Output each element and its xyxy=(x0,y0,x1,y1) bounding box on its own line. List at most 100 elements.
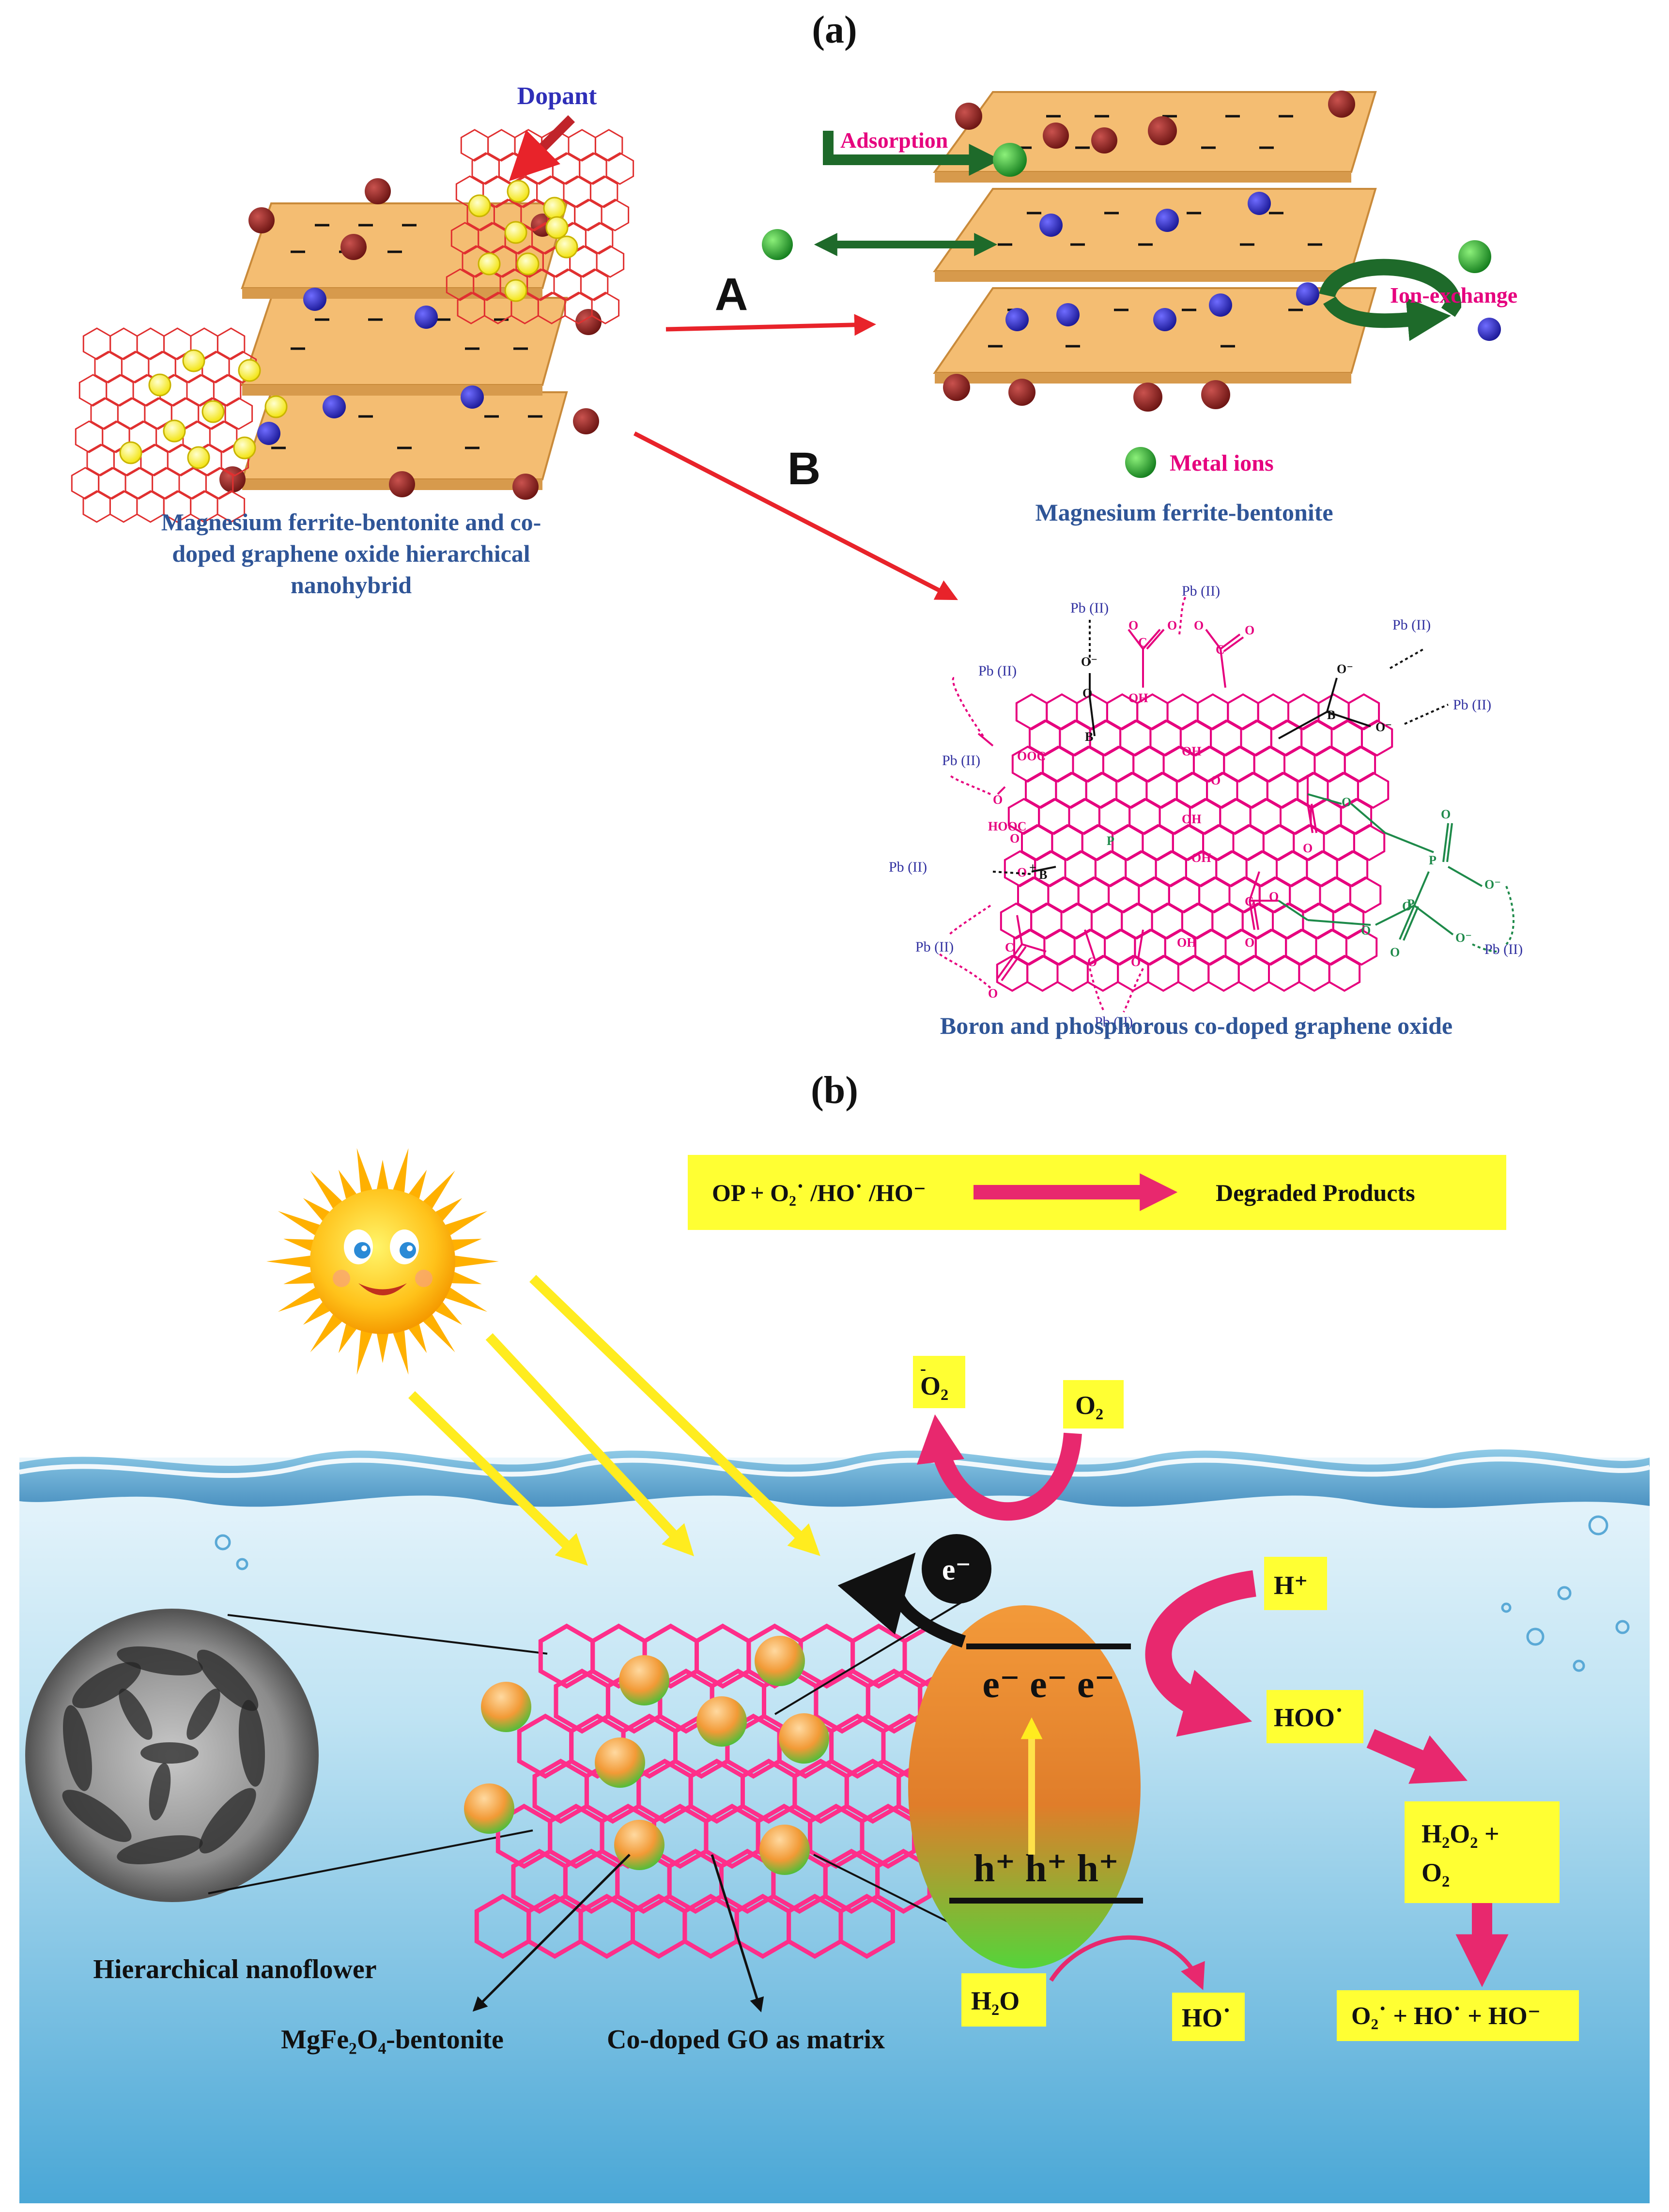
svg-text:O: O xyxy=(1402,899,1412,913)
left-caption-line-1: Magnesium ferrite-bentonite and co- xyxy=(161,508,541,536)
pathway-a-arrow xyxy=(665,314,876,336)
h2o2-label-line-1: H₂O₂ + xyxy=(1422,1819,1499,1848)
svg-text:OH: OH xyxy=(1128,691,1148,705)
hexagon-ring xyxy=(75,420,104,453)
nanoflower-petal xyxy=(119,1689,153,1740)
sun-ray xyxy=(452,1239,482,1251)
svg-text:OOC: OOC xyxy=(1017,749,1046,763)
svg-text:O: O xyxy=(1167,618,1177,632)
bubbles xyxy=(215,1515,1630,1672)
hexagon-ring xyxy=(1056,954,1089,992)
svg-text:O: O xyxy=(1441,807,1451,821)
hexagon-ring xyxy=(1268,954,1300,992)
pb-label: Pb (II) xyxy=(1453,697,1491,713)
hexagon-ring xyxy=(82,327,111,360)
sun-ray xyxy=(393,1331,409,1375)
sun-ray xyxy=(356,1331,372,1375)
dopant-atom xyxy=(182,349,205,372)
metal-ion-legend-icon xyxy=(1125,447,1156,478)
svg-text:O: O xyxy=(1017,865,1027,879)
h-plus-label: H⁺ xyxy=(1274,1571,1308,1600)
sun-ray xyxy=(283,1272,313,1284)
hexagon-ring xyxy=(585,222,614,255)
svg-text:O: O xyxy=(1010,831,1020,845)
hexagon-ring xyxy=(82,490,111,523)
svg-text:O: O xyxy=(988,986,998,1000)
svg-text:OH: OH xyxy=(1177,936,1196,950)
svg-text:P: P xyxy=(1107,834,1114,848)
sun-ray xyxy=(423,1314,455,1352)
svg-text:C: C xyxy=(1245,894,1254,908)
nanoflower-petals xyxy=(62,1646,265,1864)
red-particles xyxy=(943,91,1355,412)
svg-text:B: B xyxy=(1039,868,1047,882)
blue-particles xyxy=(257,288,484,445)
hexagon-ring xyxy=(1357,771,1390,809)
pb-label: Pb (II) xyxy=(915,939,954,955)
svg-text:O: O xyxy=(1131,955,1141,969)
dopant-atom xyxy=(504,221,527,244)
left-layer-stack xyxy=(219,178,602,500)
hexagon-ring xyxy=(205,467,234,500)
hexagon-ring xyxy=(1207,954,1240,992)
h2o2-box xyxy=(1405,1801,1560,1903)
electron-label: e⁻ xyxy=(942,1553,971,1586)
sun-ray xyxy=(283,1239,313,1251)
svg-text:OH: OH xyxy=(1182,744,1201,758)
dopant-arrow xyxy=(509,115,575,182)
ho-label: HO˙ xyxy=(1182,2003,1231,2032)
hexagon-ring xyxy=(1026,954,1059,992)
adsorption-arrow xyxy=(823,131,1001,176)
panel-a-label: (a) xyxy=(812,9,857,51)
svg-text:P: P xyxy=(1407,897,1415,911)
ho-box xyxy=(1172,1993,1245,2041)
nanoflower-petal xyxy=(62,1790,132,1842)
light-beams xyxy=(408,1275,820,1566)
holes-label: h⁺ h⁺ h⁺ xyxy=(974,1847,1119,1890)
structure-caption: Boron and phosphorous co-doped graphene … xyxy=(940,1012,1453,1039)
sun-face xyxy=(310,1189,455,1334)
sun-ray xyxy=(338,1169,356,1199)
svg-text:B: B xyxy=(1327,708,1335,722)
pathway-b-label: B xyxy=(788,443,821,494)
mgfe-caption: MgFe₂O₄-bentonite xyxy=(281,2025,504,2055)
hexagon-ring xyxy=(216,327,246,360)
sheet-edge xyxy=(935,373,1351,384)
hexagon-ring xyxy=(1237,954,1270,992)
svg-text:O: O xyxy=(1245,936,1254,950)
svg-text:O: O xyxy=(1194,618,1204,632)
hexagon-ring xyxy=(580,268,609,301)
sun-ray xyxy=(377,1334,388,1363)
zoom-line xyxy=(208,1829,533,1894)
pathway-b-arrow xyxy=(633,431,958,600)
sun-icon xyxy=(266,1148,499,1375)
h2o-box xyxy=(961,1973,1046,2027)
sun-ray xyxy=(303,1302,330,1325)
svg-text:C: C xyxy=(1138,635,1147,649)
right-layer-stack xyxy=(933,91,1377,412)
sheet xyxy=(241,297,568,386)
pb-label: Pb (II) xyxy=(1182,583,1220,599)
svg-text:O⁻: O⁻ xyxy=(1455,931,1472,945)
svg-text:O⁻: O⁻ xyxy=(1337,662,1353,676)
ion-exchange-label: Ion-exchange xyxy=(1390,283,1517,307)
blue-particles xyxy=(1005,192,1319,331)
dopant-atom xyxy=(555,235,578,259)
hexagon-ring xyxy=(228,351,257,384)
hexagon-ring xyxy=(136,490,165,523)
dopant-atom xyxy=(545,216,569,239)
svg-text:O: O xyxy=(1082,686,1092,700)
svg-text:O: O xyxy=(1303,841,1313,855)
sheet-edge xyxy=(935,271,1351,282)
graphene-sheet-left xyxy=(71,327,288,523)
sun-ray xyxy=(409,1324,427,1353)
hexagon-ring xyxy=(589,175,618,208)
dopant-atom xyxy=(504,279,527,302)
hexagon-ring xyxy=(1177,954,1210,992)
sun-ray xyxy=(393,1148,409,1192)
dopant-atom xyxy=(543,197,566,220)
hoo-label: HOO˙ xyxy=(1274,1703,1344,1732)
sheet xyxy=(933,188,1377,272)
nanoflower-petal xyxy=(186,1689,220,1740)
